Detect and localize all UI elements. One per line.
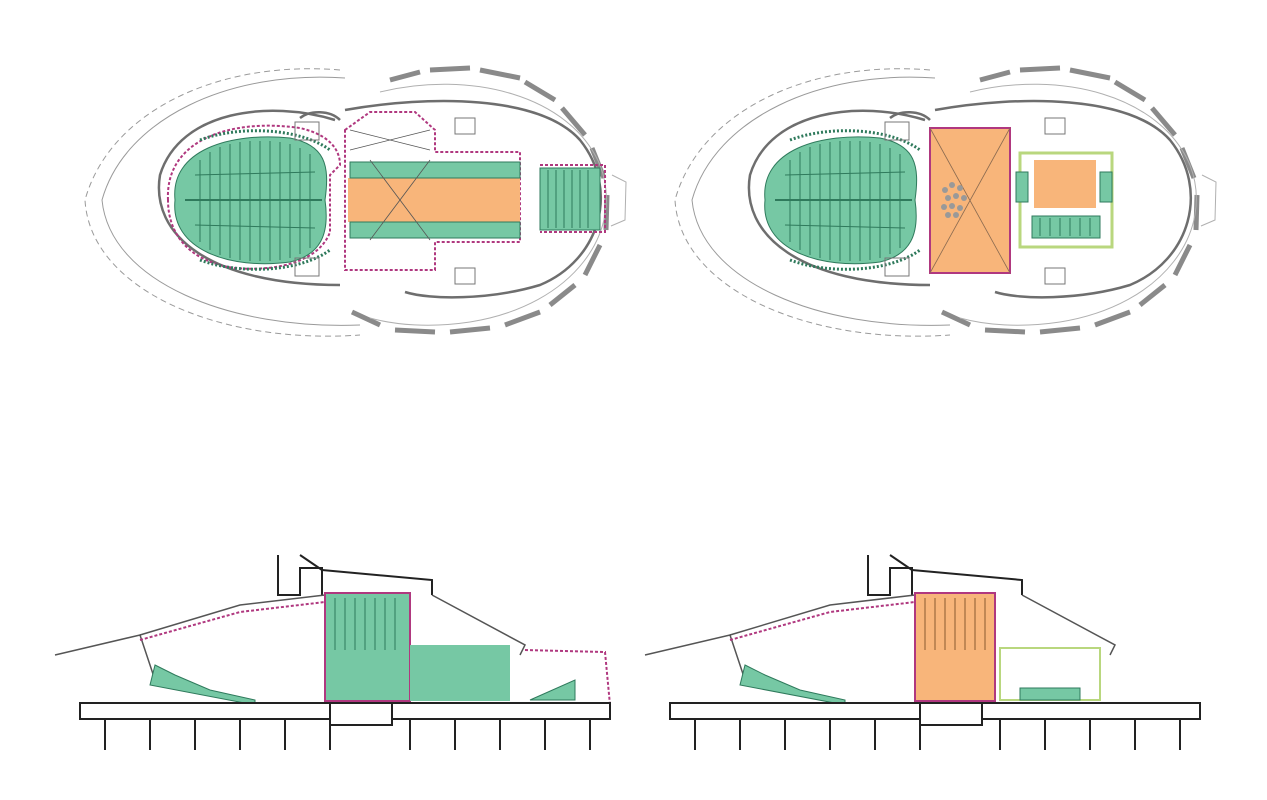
section-right [644, 554, 1201, 750]
raked-seating-left [149, 664, 256, 706]
rear-hall-right [1015, 151, 1114, 249]
outer-thin-shell-right [959, 83, 1217, 326]
boundary-section-left [139, 600, 611, 706]
floor-plan-left [84, 65, 627, 337]
rear-stand-left [529, 679, 576, 701]
foundation-right [669, 702, 1201, 726]
roof-left [54, 594, 526, 681]
stair-cores-left [294, 117, 476, 285]
outer-segment-shell-left [350, 65, 610, 335]
outer-facade-ring-right [674, 68, 951, 337]
audience-seating-right [764, 129, 921, 271]
foundation-left [79, 702, 611, 726]
boundary-section-right [729, 600, 916, 700]
rear-seating-left [539, 167, 601, 231]
fly-tower-right [867, 554, 1023, 596]
piles-left [104, 719, 591, 750]
rear-hall-section-left [410, 645, 510, 701]
inner-walls-right [747, 99, 1192, 299]
fly-tower-left [277, 554, 433, 596]
stair-cores-right [884, 117, 1066, 285]
stage-area-left [348, 129, 521, 241]
inner-walls-left [157, 99, 602, 299]
outer-thin-shell-left [369, 83, 627, 326]
chair-cluster [941, 182, 967, 218]
roof-right [644, 594, 1116, 681]
outer-segment-shell-right [940, 65, 1200, 335]
stage-area-right [929, 127, 1011, 274]
raked-seating-right [739, 664, 846, 706]
audience-seating-left [174, 129, 331, 271]
piles-right [694, 719, 1181, 750]
section-left [54, 554, 611, 750]
boundary-magenta-left [166, 111, 606, 271]
fly-battens-left [334, 598, 396, 650]
outer-facade-ring-left [84, 68, 361, 337]
fly-battens-right [924, 598, 986, 650]
floor-plan-right [674, 65, 1217, 337]
rear-hall-seating-right [1019, 687, 1081, 701]
stage-house-left [324, 592, 411, 702]
